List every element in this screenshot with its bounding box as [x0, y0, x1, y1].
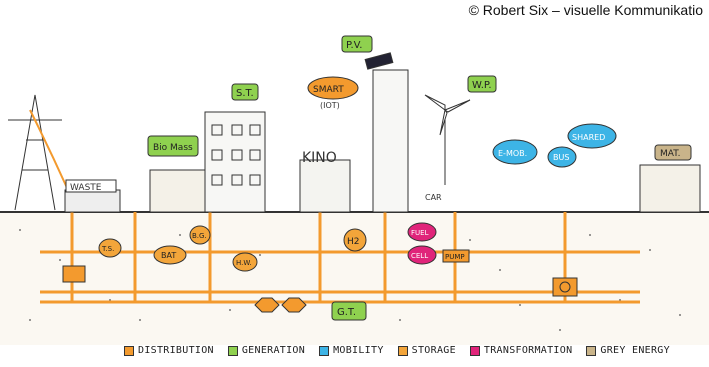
ts-label: T.S. [101, 245, 114, 253]
wp-label: W.P. [472, 80, 492, 91]
legend-generation: GENERATION [227, 345, 306, 356]
bat-label: BAT [161, 251, 176, 260]
power-pylon [8, 94, 69, 211]
smart-label: SMART [313, 85, 344, 95]
apartment-building: S.T. [204, 83, 266, 213]
heat-pump: PUMP [442, 249, 470, 263]
legend-label: GENERATION [241, 345, 306, 356]
bg-label: B.G. [192, 232, 207, 240]
biomass-label: Bio Mass [153, 143, 193, 153]
kino-sign: KINO [302, 150, 337, 166]
bus-label: BUS [553, 153, 569, 162]
legend-storage: STORAGE [397, 345, 456, 356]
pv-tower: P.V. [341, 35, 409, 213]
waste-plant: WASTE [64, 179, 121, 213]
h2-label: H2 [347, 237, 360, 247]
legend-transformation: TRANSFORMATION [469, 345, 573, 356]
emob-label: E-MOB. [498, 149, 527, 158]
legend-swatch [124, 345, 134, 356]
pv-label: P.V. [346, 40, 362, 51]
distribution-hub [62, 265, 86, 283]
legend-swatch [227, 345, 238, 356]
gt-label: G.T. [337, 307, 356, 318]
legend-swatch [469, 345, 480, 356]
legend: DISTRIBUTION GENERATION MOBILITY STORAGE… [124, 345, 670, 356]
legend-label: TRANSFORMATION [483, 345, 573, 356]
iot-label: (IOT) [320, 101, 340, 110]
energy-system-illustration: WASTE Bio Mass S.T. KINO SMART (IOT) P.V… [0, 35, 709, 345]
grey-energy-factory: MAT. [639, 144, 701, 213]
shared-label: SHARED [572, 133, 605, 142]
smart-grid-bubble: SMART (IOT) [307, 76, 359, 110]
transformation-units: FUEL CELL [407, 222, 437, 265]
legend-swatch [586, 345, 597, 356]
copyright-notice: © Robert Six – visuelle Kommunikatio [468, 2, 703, 18]
legend-label: GREY ENERGY [600, 345, 670, 356]
pump-label: PUMP [445, 253, 465, 261]
legend-grey-energy: GREY ENERGY [586, 345, 670, 356]
cell-label: CELL [411, 252, 428, 260]
legend-distribution: DISTRIBUTION [124, 345, 214, 356]
geothermal: G.T. [254, 297, 367, 321]
legend-swatch [319, 345, 330, 356]
mobility-cluster: E-MOB. BUS SHARED [492, 123, 617, 168]
hw-label: H.W. [236, 259, 252, 267]
legend-label: STORAGE [411, 345, 456, 356]
biomass-plant: Bio Mass [147, 135, 206, 213]
legend-label: MOBILITY [333, 345, 384, 356]
wind-turbine: W.P. [424, 75, 497, 185]
fuel-label: FUEL [411, 229, 429, 237]
car-label: CAR [425, 193, 442, 202]
legend-label: DISTRIBUTION [138, 345, 214, 356]
mat-label: MAT. [660, 149, 681, 159]
storage-units: T.S. BAT B.G. H.W. H2 [98, 225, 367, 272]
legend-mobility: MOBILITY [319, 345, 384, 356]
waste-label: WASTE [70, 183, 102, 193]
soil-dots [19, 229, 681, 331]
grid-connector [552, 277, 578, 297]
cinema-building: KINO [299, 150, 351, 213]
legend-swatch [397, 345, 408, 356]
st-label: S.T. [236, 88, 254, 99]
